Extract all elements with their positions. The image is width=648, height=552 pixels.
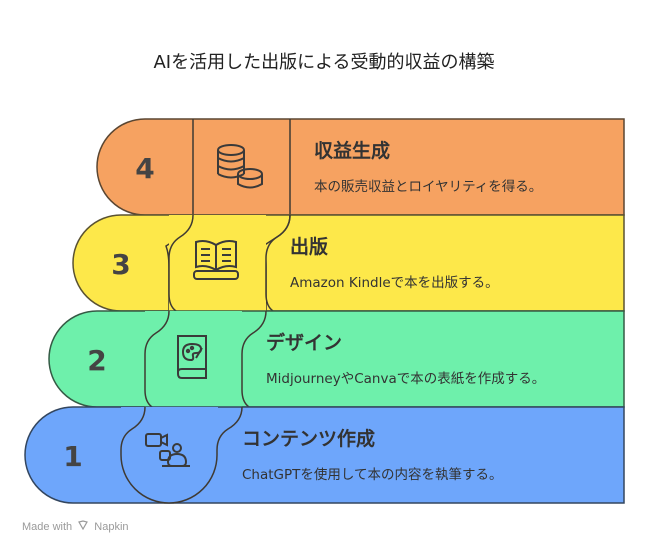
step-2-number: 2 <box>87 344 106 377</box>
step-4-number: 4 <box>135 152 154 185</box>
step-3-description: Amazon Kindleで本を出版する。 <box>290 275 499 291</box>
step-3-connector-fill <box>169 215 266 311</box>
step-2-connector-edge <box>144 310 267 408</box>
step-1-number: 1 <box>63 440 82 473</box>
open-book-icon <box>193 240 239 280</box>
step-3-title: 出版 <box>290 235 328 258</box>
made-with-napkin-footer: Made with Napkin <box>22 520 129 533</box>
step-3-band <box>72 214 625 312</box>
video-chat-icon <box>145 433 190 467</box>
step-3-connector-edge <box>168 214 291 312</box>
coins-icon <box>217 144 263 189</box>
step-1-title: コンテンツ作成 <box>242 427 375 450</box>
made-with-label: Made with <box>22 521 73 533</box>
step-1-description: ChatGPTを使用して本の内容を執筆する。 <box>242 466 503 483</box>
palette-book-icon <box>177 335 207 379</box>
step-2-description: MidjourneyやCanvaで本の表紙を作成する。 <box>266 371 545 387</box>
step-4-title: 収益生成 <box>314 139 390 162</box>
step-1-connector-edge <box>120 406 243 504</box>
step-1-layer: 1 コンテンツ作成 ChatGPTを使用して本の内容を執筆する。 <box>24 406 625 504</box>
step-3-layer: 3 出版 Amazon Kindleで本を出版する。 <box>72 214 625 407</box>
napkin-brand-label: Napkin <box>94 521 129 533</box>
step-2-layer: 2 デザイン MidjourneyやCanvaで本の表紙を作成する。 <box>48 310 625 408</box>
napkin-logo-icon <box>78 520 89 533</box>
step-4-description: 本の販売収益とロイヤリティを得る。 <box>314 178 542 195</box>
step-2-band <box>48 310 625 408</box>
step-2-title: デザイン <box>266 331 342 354</box>
step-3-number: 3 <box>111 248 130 281</box>
step-1-band <box>24 406 625 504</box>
diagram-title: AIを活用した出版による受動的収益の構築 <box>153 52 495 73</box>
step-4-band <box>96 118 625 216</box>
